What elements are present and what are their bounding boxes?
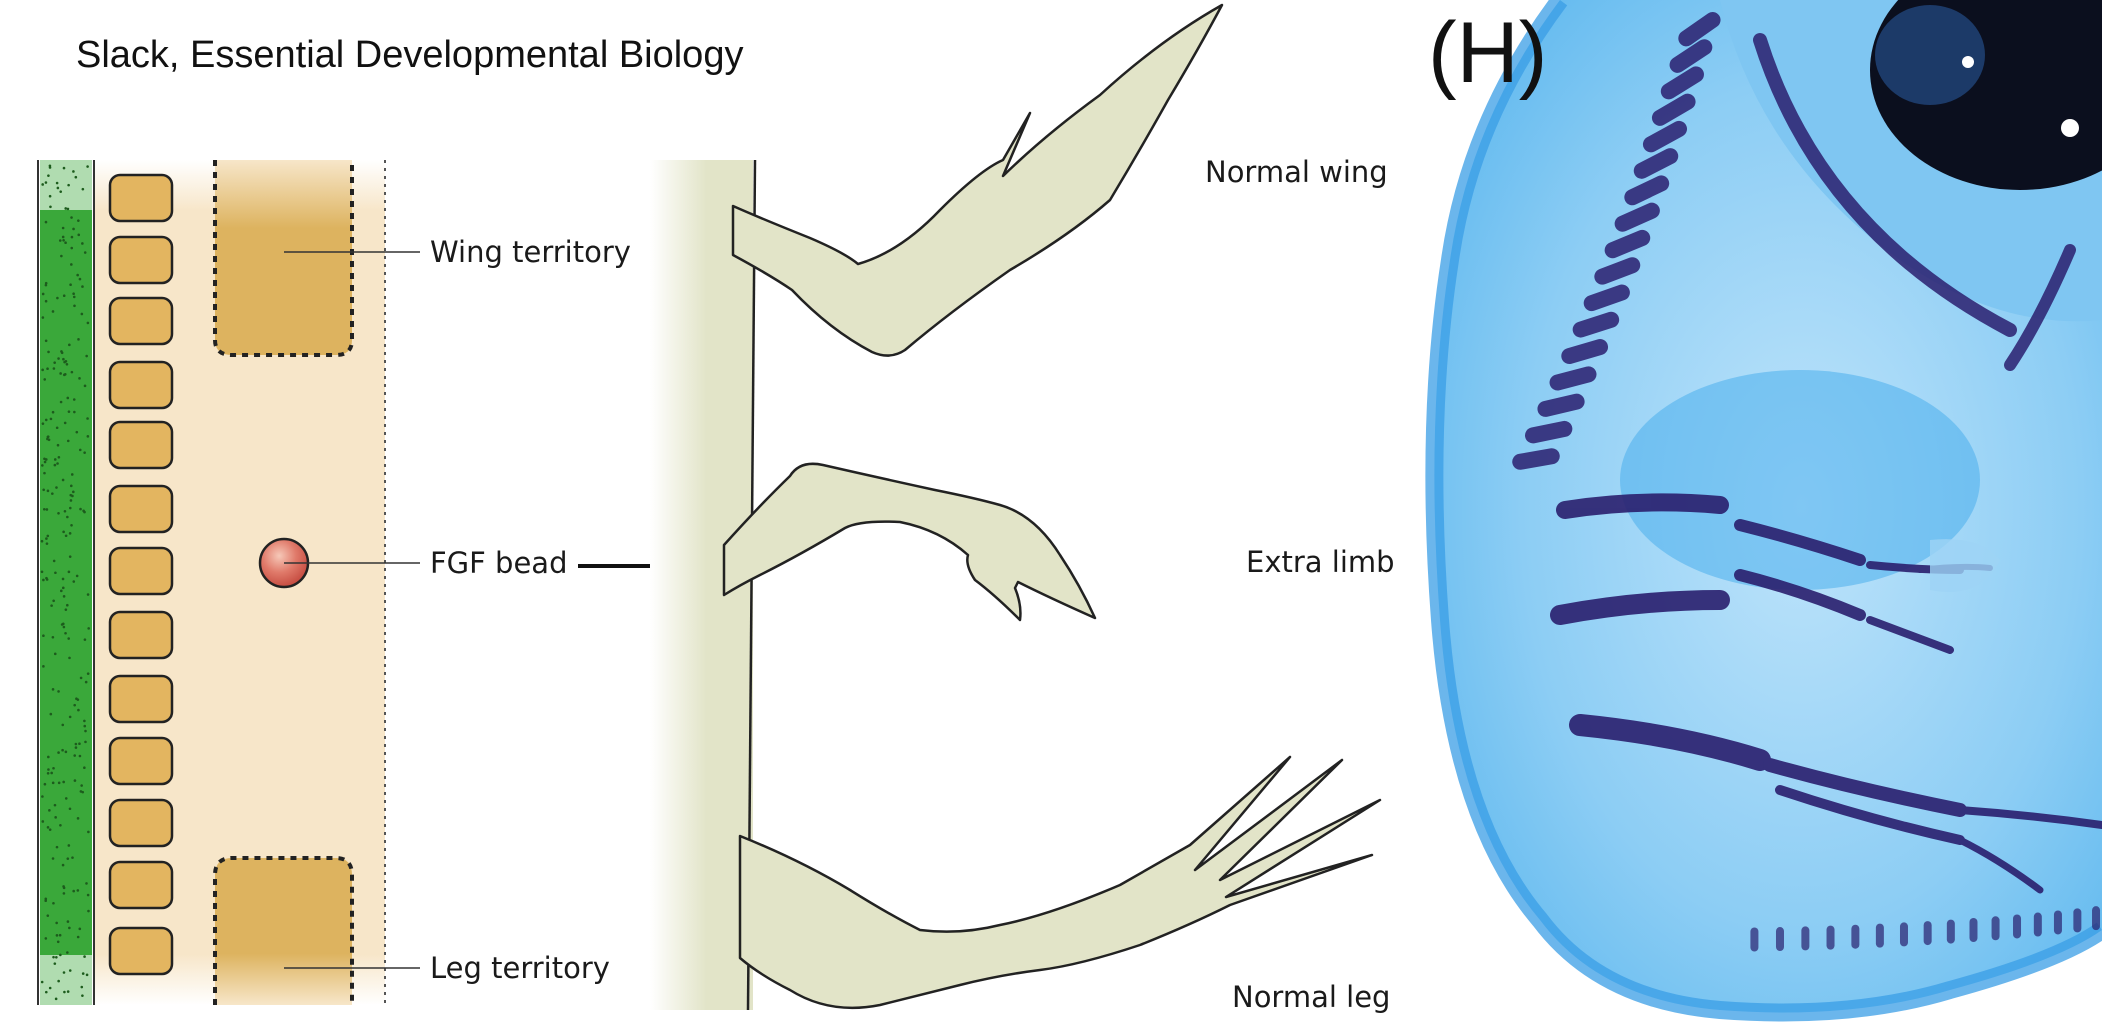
vertebra [1678, 12, 1721, 47]
vertebra [1633, 148, 1679, 179]
tail-segment [1899, 922, 1908, 947]
vertebra [1669, 39, 1713, 73]
vertebra [1572, 311, 1620, 338]
tail-segment [1750, 927, 1759, 952]
tail-segment [2033, 912, 2042, 937]
tail-segment [1969, 918, 1978, 943]
somite [108, 674, 174, 724]
normal-leg-label: Normal leg [1232, 980, 1391, 1014]
leg-territory [215, 858, 352, 1005]
tail-segment [2013, 914, 2022, 939]
vertebra [1512, 448, 1560, 470]
extra-limb-label: Extra limb [1246, 545, 1395, 579]
somite [108, 926, 174, 976]
wing-territory-label: Wing territory [430, 235, 631, 269]
tail-segment [1991, 916, 2000, 941]
vertebra [1583, 284, 1630, 312]
somite [108, 546, 174, 596]
strip-speckles [40, 164, 90, 1001]
somite [108, 420, 174, 470]
panel-letter: (H) [1428, 5, 1548, 101]
vertebra [1604, 229, 1651, 259]
tail-segment [1851, 924, 1860, 949]
neural-tube-strip [40, 160, 92, 1005]
somite [108, 173, 174, 223]
vertebra [1651, 93, 1696, 126]
somite [108, 798, 174, 848]
vertebra [1537, 393, 1585, 417]
tail-segment [1775, 927, 1784, 952]
tail-segment [2092, 906, 2101, 931]
embryo-photo [1403, 0, 2102, 1034]
tail-segment [1826, 925, 1835, 950]
vertebra [1561, 339, 1609, 365]
somite [108, 360, 174, 410]
cartilage-elements [1550, 493, 2102, 894]
vertebra [1549, 366, 1597, 391]
tail-segments [1750, 906, 2101, 952]
normal-wing-shape [731, 3, 1224, 357]
vertebra [1624, 175, 1670, 206]
embryo-schematic [37, 160, 700, 1005]
somite-column [108, 173, 174, 976]
vertebra [1642, 120, 1688, 153]
normal-wing-label: Normal wing [1205, 155, 1388, 189]
tail-segment [1946, 919, 1955, 944]
somite [108, 484, 174, 534]
fgf-bead-label: FGF bead [430, 546, 568, 580]
somite [108, 860, 174, 910]
tail-segment [1923, 921, 1932, 946]
leg-territory-label: Leg territory [430, 951, 610, 985]
tail-segment [1875, 923, 1884, 948]
tail-segment [1801, 926, 1810, 951]
vertebra [1614, 202, 1660, 232]
limb-outgrowth-diagram [650, 3, 1382, 1011]
somite [108, 235, 174, 285]
vertebral-column [1512, 12, 1721, 470]
tail-segment [2073, 908, 2082, 933]
vertebra [1594, 257, 1641, 285]
figure-credit: Slack, Essential Developmental Biology [76, 34, 744, 76]
tail-segment [2053, 910, 2062, 935]
somite [108, 610, 174, 660]
extra-limb-shape [722, 462, 1097, 622]
vertebra [1660, 66, 1704, 100]
somite [108, 736, 174, 786]
wing-territory [215, 160, 352, 355]
normal-leg-shape [738, 755, 1382, 1010]
somite [108, 296, 174, 346]
vertebra [1525, 420, 1573, 444]
